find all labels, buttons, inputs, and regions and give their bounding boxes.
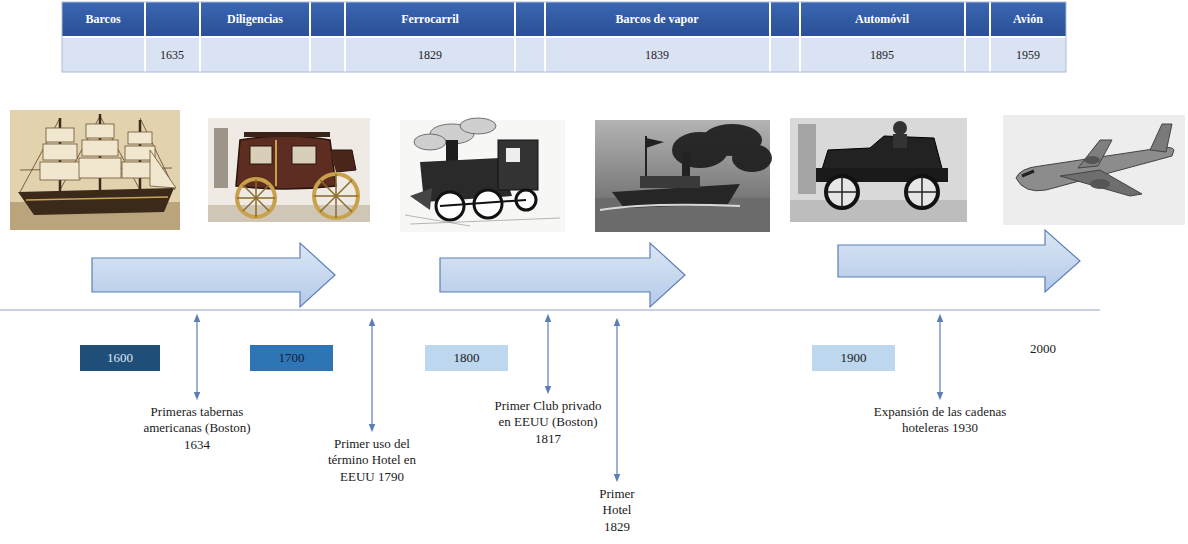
year-marker: 2000 [1030,341,1056,357]
year-box: 1600 [80,345,160,371]
airplane-picture [1003,115,1185,225]
event-note: Primeras tabernas americanas (Boston) 16… [134,404,260,453]
transport-table [62,2,1066,72]
year-text: 1600 [107,350,133,366]
year-box: 1900 [812,345,895,371]
year-text: 1800 [454,350,480,366]
event-leader [197,318,940,478]
event-note: Primer Hotel 1829 [593,486,641,535]
event-note: Expansión de las cadenas hoteleras 1930 [873,404,1007,437]
event-note: Primer Club privado en EEUU (Boston) 181… [489,398,607,447]
steamboat-picture [595,120,772,232]
block-arrow [92,230,1080,307]
stagecoach-picture [208,118,370,222]
table-header-cell: Automóvil [855,12,909,27]
table-year-cell: 1895 [870,48,894,63]
automobile-picture [790,118,967,222]
table-year-cell: 1839 [645,48,669,63]
year-box: 1700 [250,345,333,371]
table-year-cell: 1829 [418,48,442,63]
year-text: 1700 [279,350,305,366]
table-header-cell: Ferrocarril [401,12,459,27]
table-header-cell: Avión [1013,12,1043,27]
table-year-cell: 1959 [1016,48,1040,63]
year-box: 1800 [425,345,508,371]
table-year-cell: 1635 [160,48,184,63]
sailing-ship-picture [10,110,180,230]
table-header-cell: Diligencias [227,12,283,27]
event-note: Primer uso del término Hotel en EEUU 179… [320,436,424,485]
year-text: 1900 [841,350,867,366]
table-header-cell: Barcos [85,12,120,27]
time-axis [0,309,1100,310]
locomotive-picture [400,118,565,232]
table-header-cell: Barcos de vapor [615,12,698,27]
